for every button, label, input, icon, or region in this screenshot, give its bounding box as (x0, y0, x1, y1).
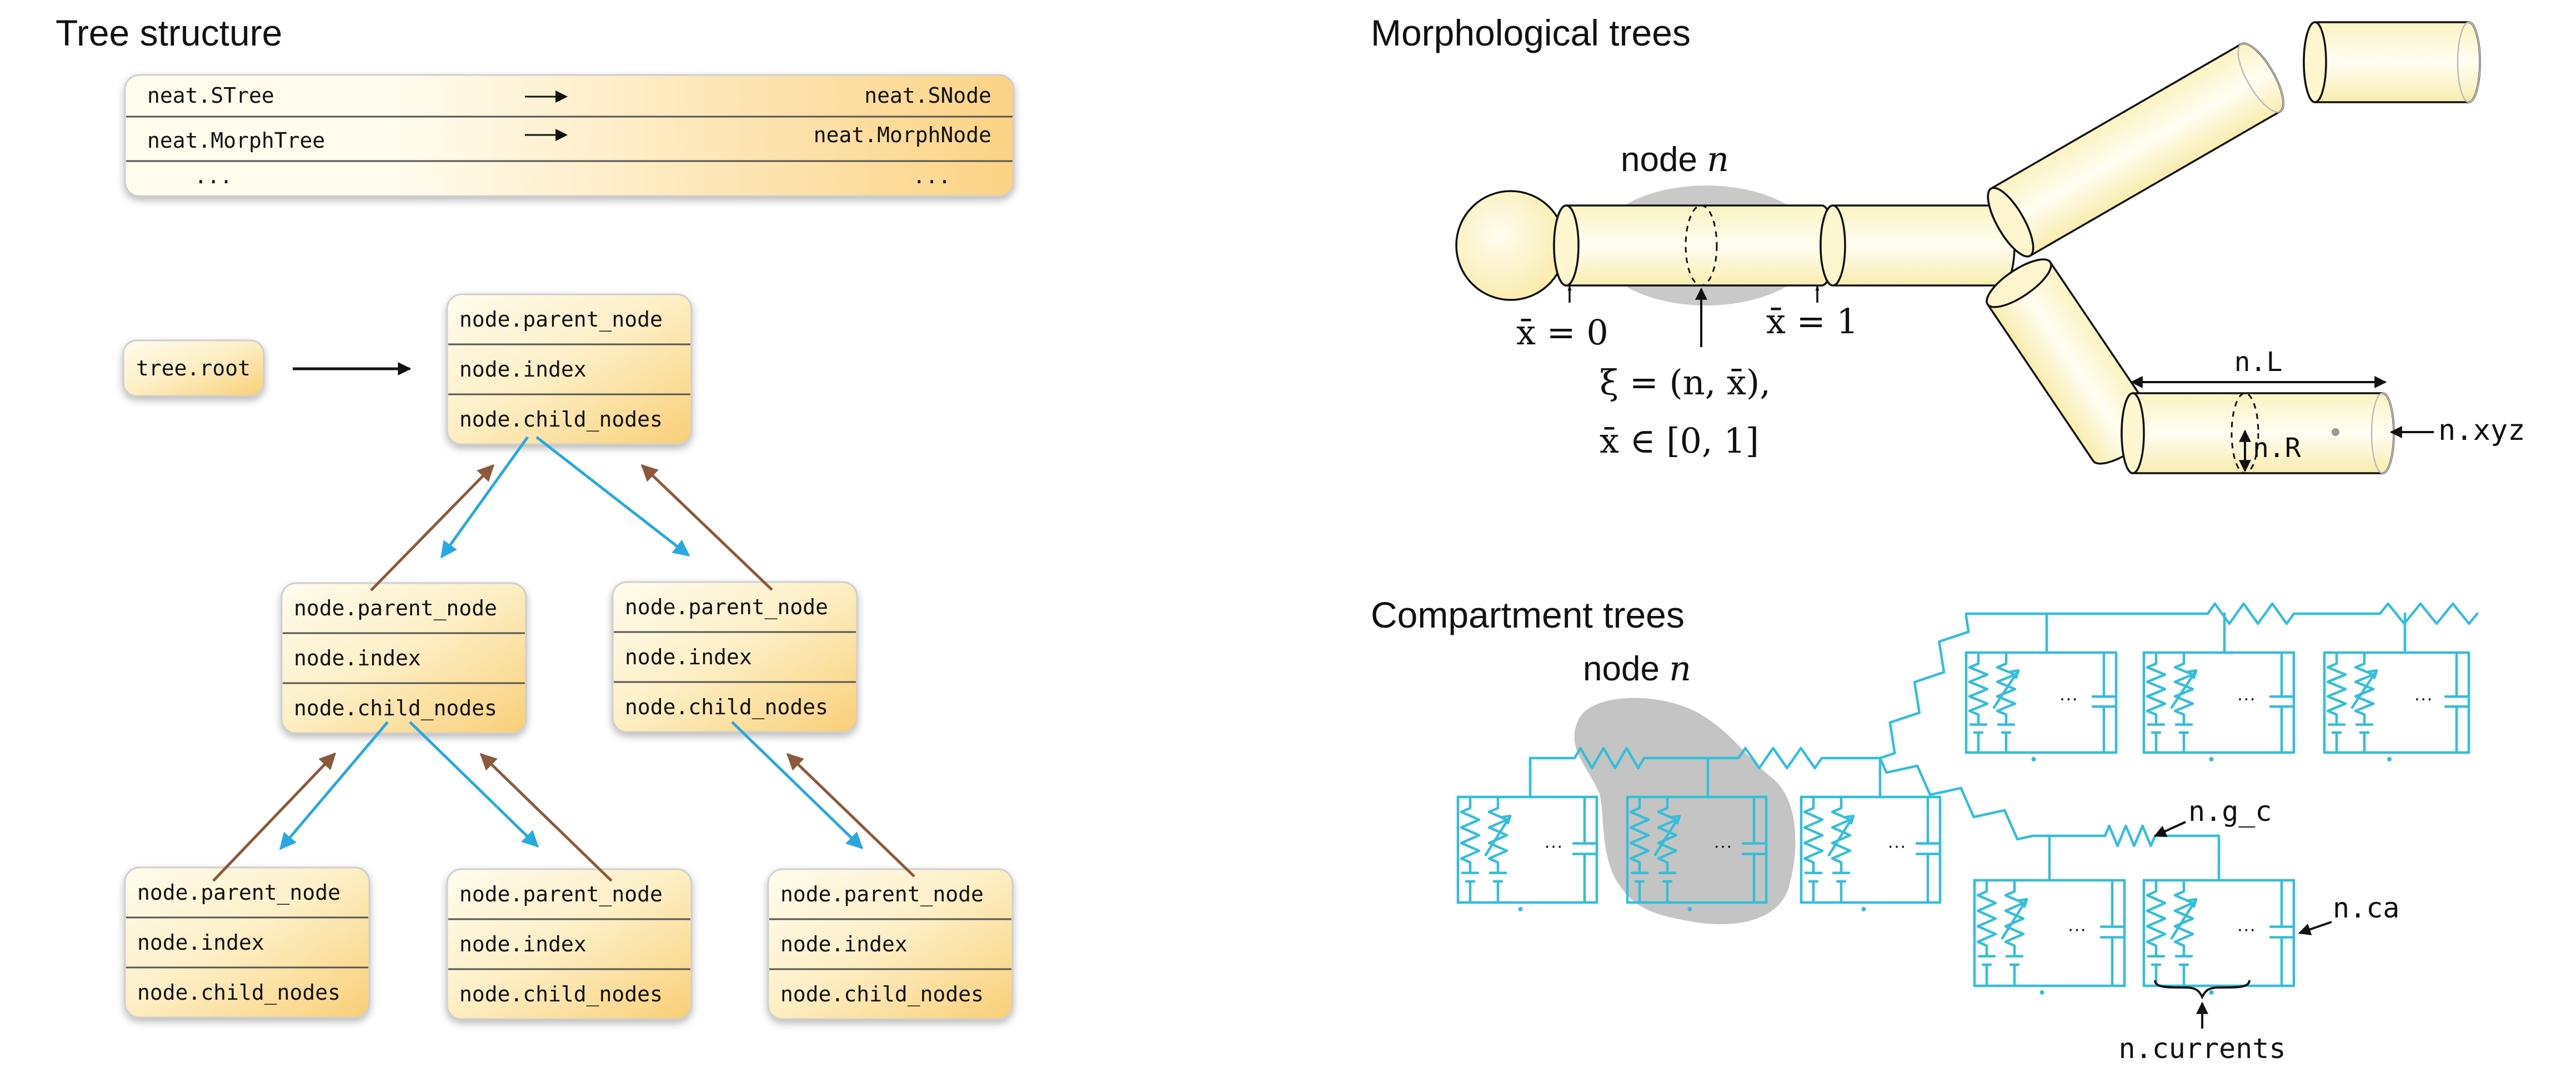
node-box: node.parent_node node.index node.child_nod… (280, 582, 527, 734)
gc-arrow (2153, 821, 2186, 837)
node-field-parent: node.parent_node (459, 307, 663, 332)
x0-label: x̄ = 0 (1516, 312, 1608, 353)
node-field-index: node.index (459, 357, 587, 382)
xyz-label: n.xyz (2438, 414, 2525, 447)
circuit-branch (1878, 615, 1970, 760)
soma (1455, 190, 1566, 301)
tree-structure-title: Tree structure (56, 12, 282, 53)
tree-edges (212, 436, 915, 882)
node-field-parent: node.parent_node (459, 882, 663, 907)
compartment-unit: ··· (1626, 795, 1768, 911)
node-field-children: node.child_nodes (294, 696, 497, 721)
circuit-bus (2045, 612, 2407, 654)
compartment-node-label: node n (1583, 648, 1691, 689)
parent-arrow (370, 464, 495, 591)
node-field-index: node.index (780, 932, 908, 956)
circuit-bus (1528, 746, 1882, 799)
child-arrow (440, 436, 529, 559)
morph-neuron (1455, 21, 2481, 474)
node-field-children: node.child_nodes (137, 980, 340, 1005)
node-field-parent: node.parent_node (137, 880, 340, 905)
ca-label: n.ca (2333, 892, 2399, 924)
node-box: node.parent_node node.index node.child_nod… (446, 868, 693, 1020)
class-row-3-left: ... (194, 164, 233, 188)
node-boxes: node.parent_node node.index node.child_nod… (124, 293, 1014, 1020)
morph-title: Morphological trees (1371, 12, 1691, 53)
compartment-circuit: ··· ··· ··· ··· ··· ··· ··· ··· (1456, 602, 2479, 995)
radius-label: n.R (2253, 433, 2301, 464)
compartment-unit: ··· (1800, 795, 1942, 911)
node-field-index: node.index (294, 646, 421, 670)
compartment-highlight (1574, 698, 1796, 925)
child-arrow (535, 436, 690, 556)
node-field-parent: node.parent_node (294, 596, 497, 621)
circuit-bus (2048, 834, 2221, 882)
ca-arrow (2298, 921, 2332, 935)
parent-arrow (479, 753, 613, 882)
node-field-parent: node.parent_node (780, 882, 984, 907)
ellipsis: ··· (2067, 919, 2086, 940)
class-row-2-left: neat.MorphTree (147, 128, 325, 153)
class-row-3-right: ... (913, 164, 951, 188)
compartment-unit: ··· (2142, 879, 2296, 995)
compartment-unit: ··· (1456, 795, 1598, 911)
node-box: node.parent_node node.index node.child_nod… (124, 866, 370, 1019)
parent-arrow (786, 753, 915, 878)
ellipsis: ··· (2414, 688, 2433, 709)
compartment-unit: ··· (1964, 651, 2118, 761)
currents-brace (2154, 980, 2251, 1000)
node-field-children: node.child_nodes (459, 982, 663, 1007)
length-label: n.L (2234, 347, 2283, 378)
class-row-1-left: neat.STree (147, 83, 274, 108)
node-field-index: node.index (137, 930, 264, 955)
x1-label: x̄ = 1 (1766, 301, 1858, 342)
node-box: node.parent_node node.index node.child_nod… (767, 868, 1014, 1020)
child-arrow (731, 721, 864, 850)
morph-node-label: node n (1621, 139, 1729, 179)
tree-root-label: tree.root (136, 356, 250, 380)
parent-arrow (640, 464, 773, 591)
class-row-2-right: neat.MorphNode (814, 123, 991, 147)
circuit-branch (1878, 756, 2034, 841)
node-field-children: node.child_nodes (459, 407, 663, 432)
node-box: node.parent_node node.index node.child_nod… (612, 581, 858, 733)
ellipsis: ··· (1713, 835, 1732, 856)
gc-label: n.g_c (2188, 795, 2272, 828)
ellipsis: ··· (2059, 688, 2078, 709)
circuit-bus (1964, 602, 2479, 625)
ellipsis: ··· (2237, 688, 2256, 709)
compartment-title: Compartment trees (1371, 594, 1685, 635)
currents-label: n.currents (2118, 1032, 2286, 1065)
xi-label: ξ = (n, x̄), (1600, 362, 1771, 403)
compartment-unit: ··· (1973, 879, 2126, 995)
node-field-index: node.index (625, 645, 752, 669)
parent-arrow (212, 752, 337, 882)
tree-root-box (122, 339, 265, 397)
class-table (124, 74, 1015, 197)
node-field-children: node.child_nodes (625, 695, 828, 720)
ellipsis: ··· (2237, 919, 2256, 940)
node-field-index: node.index (459, 932, 587, 956)
circuit-bus (2031, 824, 2221, 848)
compartment-unit: ··· (2323, 651, 2470, 761)
range-label: x̄ ∈ [0, 1] (1600, 420, 1759, 461)
class-row-1-right: neat.SNode (864, 83, 991, 108)
node-box: node.parent_node node.index node.child_nod… (446, 293, 693, 445)
child-arrow (279, 721, 389, 850)
ellipsis: ··· (1544, 835, 1563, 856)
child-arrow (409, 721, 539, 848)
node-field-parent: node.parent_node (625, 595, 828, 620)
ellipsis: ··· (1887, 835, 1906, 856)
compartment-unit: ··· (2142, 651, 2296, 761)
node-field-children: node.child_nodes (780, 982, 984, 1007)
